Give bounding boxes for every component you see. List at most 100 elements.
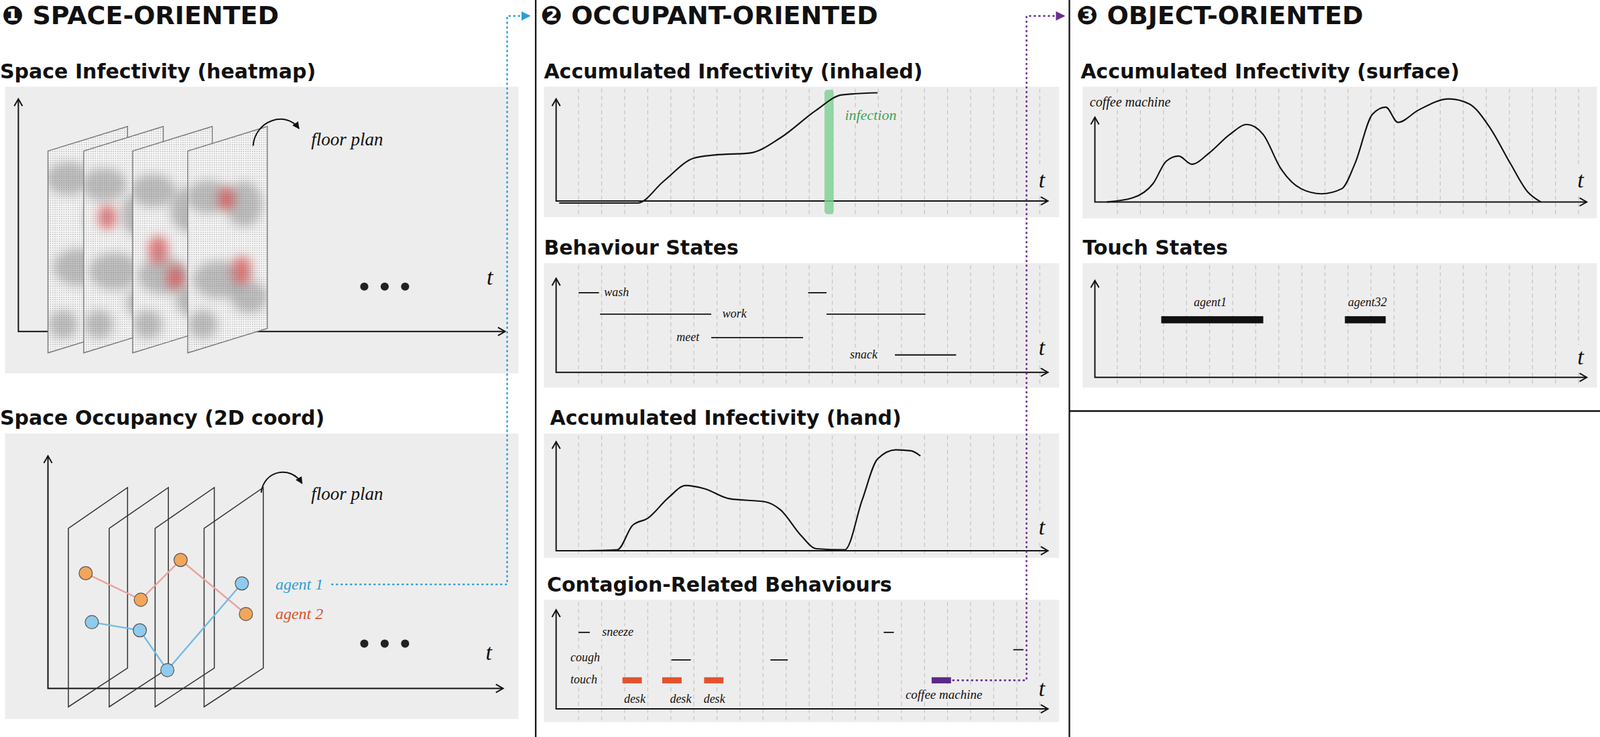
time-gridline: [716, 88, 718, 216]
axis-arrow: [552, 609, 1049, 714]
time-gridline: [647, 435, 649, 557]
time-gridline: [785, 435, 787, 557]
time-gridline: [809, 88, 810, 216]
agent-position: [133, 624, 147, 638]
chart-annotation: sneeze: [599, 626, 636, 640]
chart-annotation: t: [1575, 168, 1586, 194]
time-gridline: [693, 601, 695, 721]
state-span: [578, 292, 599, 294]
panel: ❶ SPACE-ORIENTEDSpace Infectivity (heatm…: [0, 0, 531, 737]
time-gridline: [809, 435, 810, 557]
time-gridline: [831, 265, 833, 387]
axis-arrow: [552, 278, 1049, 377]
touch-bar: [931, 677, 952, 684]
chart-axis: [556, 609, 1049, 710]
chart-axis: [48, 455, 504, 689]
time-gridline: [670, 88, 671, 216]
time-gridline: [1016, 88, 1017, 216]
panel-heading: ❶ SPACE-ORIENTED: [2, 1, 279, 31]
plane-outline: [203, 487, 263, 708]
chart-annotation: cough: [568, 651, 602, 665]
chart-panel: Contagion-Related Behaviours: [543, 599, 1060, 723]
chart-annotation: work: [720, 307, 749, 322]
chart-axis: [1094, 280, 1587, 379]
time-gridline: [762, 435, 764, 557]
infectivity-curve: [581, 449, 921, 551]
time-gridline: [601, 88, 602, 216]
time-gridline: [762, 88, 764, 216]
touch-bar: [662, 677, 682, 684]
panel: ❸ OBJECT-ORIENTEDAccumulated Infectivity…: [1065, 0, 1600, 411]
time-gridline: [1508, 265, 1510, 387]
chart-ground: [543, 263, 1060, 389]
time-gridline: [739, 265, 741, 387]
time-gridline: [647, 88, 649, 216]
time-gridline: [1486, 88, 1487, 216]
time-gridline: [969, 435, 971, 557]
time-gridline: [1116, 265, 1118, 387]
time-gridline: [854, 265, 856, 387]
touch-bar: [1160, 316, 1263, 324]
halftone: [187, 126, 268, 354]
ellipsis-dot: [400, 639, 409, 648]
panel-divider: [1069, 410, 1600, 412]
time-gridline: [854, 435, 856, 557]
time-gridline: [1232, 265, 1233, 387]
time-gridline: [1255, 265, 1257, 387]
time-gridline: [1016, 435, 1017, 557]
time-gridline: [739, 435, 741, 557]
chart-ground: [5, 433, 519, 720]
event-mark: [770, 659, 788, 661]
chart-annotation: snack: [847, 348, 880, 362]
time-gridline: [969, 88, 971, 216]
time-gridline: [1577, 88, 1579, 216]
time-gridline: [947, 265, 948, 387]
time-gridline: [739, 601, 741, 721]
time-gridline: [1324, 88, 1326, 216]
chart-annotation: t: [483, 640, 494, 666]
dotted-connector: [953, 16, 1066, 682]
time-gridline: [1555, 265, 1556, 387]
chart-ground: [1082, 263, 1597, 389]
chart-annotation: desk: [622, 693, 648, 707]
time-gridline: [1417, 88, 1418, 216]
agent-position: [239, 607, 253, 622]
chart-annotation: floor plan: [309, 130, 385, 151]
chart-annotation: meet: [674, 331, 702, 345]
time-gridline: [947, 88, 948, 216]
chart-annotation: t: [1036, 676, 1048, 702]
time-gridline: [1462, 265, 1464, 387]
time-gridline: [578, 435, 580, 557]
time-gridline: [1324, 265, 1326, 387]
time-gridline: [1016, 601, 1017, 721]
chart-ground: [543, 433, 1060, 559]
chart-panel: Behaviour States: [543, 263, 1060, 389]
time-gridline: [1209, 265, 1210, 387]
chart-annotation: coffee machine: [1087, 94, 1174, 110]
ellipsis-dot: [380, 639, 389, 648]
time-gridline: [809, 601, 810, 721]
chart-annotation: agent 1: [273, 575, 326, 594]
chart-annotation: t: [484, 264, 495, 290]
event-mark: [1013, 649, 1024, 651]
time-gridline: [1417, 265, 1418, 387]
chart-panel: Space Occupancy (2D coord): [5, 433, 519, 720]
time-gridline: [601, 435, 602, 557]
time-gridline: [1370, 88, 1372, 216]
state-span: [894, 354, 956, 356]
chart-heading: Contagion-Related Behaviours: [546, 573, 893, 598]
chart-annotation: t: [1036, 335, 1048, 360]
agent-position: [85, 616, 99, 630]
chart-panel: Accumulated Infectivity (inhaled): [543, 86, 1060, 218]
chart-ground: [543, 599, 1060, 723]
time-gridline: [947, 601, 948, 721]
time-gridline: [1486, 265, 1487, 387]
time-gridline: [1555, 88, 1556, 216]
time-gridline: [1140, 265, 1141, 387]
chart-annotation: agent32: [1345, 296, 1389, 310]
chart-annotation: infection: [842, 107, 899, 124]
state-span: [826, 313, 926, 316]
